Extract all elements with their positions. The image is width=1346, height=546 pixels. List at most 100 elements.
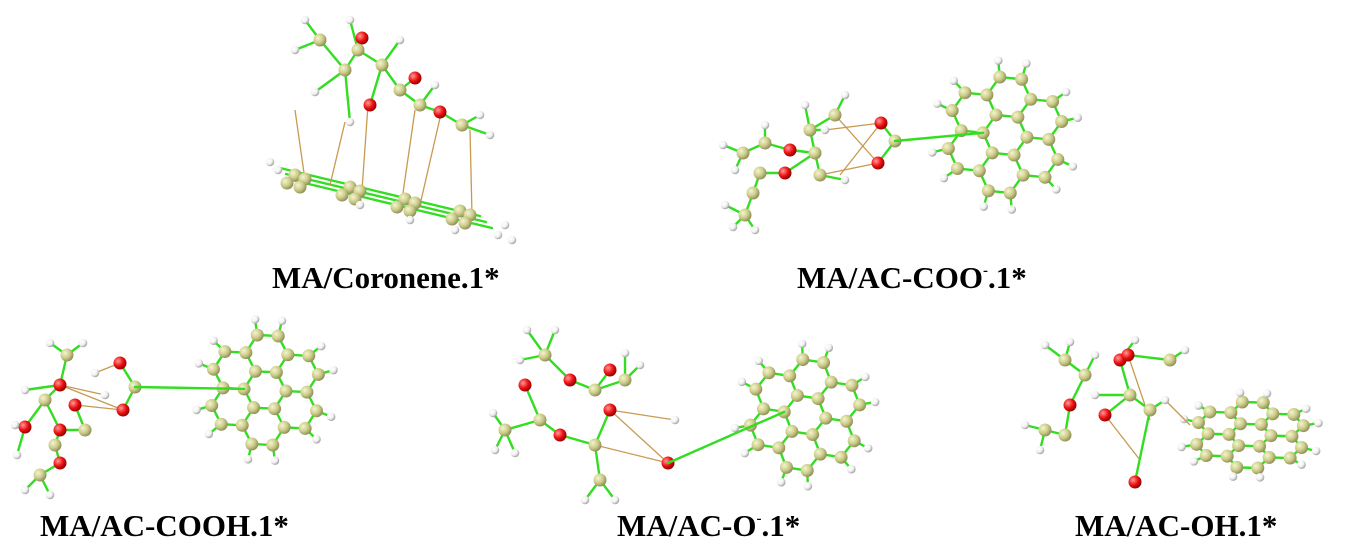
oxygen-atom: [603, 403, 617, 417]
carbon-atom: [293, 180, 307, 194]
hydrogen-atom: [515, 355, 525, 365]
hydrogen-atom: [395, 35, 405, 45]
hydrogen-atom: [1177, 442, 1186, 452]
carbon-atom: [941, 141, 955, 155]
carbon-atom: [1015, 72, 1029, 86]
carbon-atom: [800, 464, 814, 478]
carbon-atom: [1224, 406, 1238, 420]
hydrogen-atom: [265, 157, 275, 167]
bond: [365, 196, 394, 206]
carbon-atom: [1235, 395, 1249, 409]
hydrogen-atom: [932, 99, 942, 108]
hydrogen-atom: [345, 15, 355, 25]
hydrogen-atom: [870, 397, 880, 407]
carbon-atom: [300, 385, 314, 399]
hydrogen-atom: [760, 120, 770, 130]
hydrogen-atom: [776, 477, 786, 487]
carbon-atom: [250, 328, 264, 342]
hydrogen-atom: [300, 15, 310, 25]
hydrogen-atom: [928, 147, 937, 157]
carbon-atom: [1256, 396, 1270, 410]
carbon-atom: [390, 200, 404, 214]
hydrogen-bond: [819, 162, 879, 176]
oxygen-atom: [53, 456, 67, 470]
carbon-atom: [398, 192, 412, 206]
carbon-atom: [806, 428, 820, 442]
oxygen-atom: [355, 31, 369, 45]
carbon-atom: [1285, 429, 1299, 443]
hydrogen-atom: [490, 445, 500, 455]
carbon-atom: [751, 438, 765, 452]
carbon-atom: [1220, 449, 1234, 463]
carbon-atom: [239, 346, 253, 360]
hydrogen-atom: [1180, 345, 1190, 355]
carbon-atom: [206, 362, 220, 376]
oxygen-atom: [1121, 348, 1135, 362]
carbon-atom: [950, 162, 964, 176]
carbon-atom: [281, 348, 295, 362]
hydrogen-atom: [1311, 446, 1321, 456]
hydrogen-atom: [290, 45, 300, 55]
carbon-atom: [813, 447, 827, 461]
carbon-atom: [351, 43, 365, 57]
bond: [1126, 353, 1172, 362]
carbon-atom: [945, 104, 959, 118]
hydrogen-atom: [1255, 473, 1265, 482]
hydrogen-atom: [250, 315, 260, 324]
hydrogen-atom: [797, 339, 807, 349]
carbon-atom: [393, 83, 407, 97]
bond: [343, 68, 352, 124]
label-ma-ac-oh: MA/AC-OH.1*: [1075, 508, 1278, 543]
hydrogen-atom: [1022, 59, 1031, 68]
carbon-atom: [756, 402, 770, 416]
carbon-atom: [993, 70, 1007, 84]
carbon-atom: [1283, 451, 1297, 465]
carbon-atom: [1020, 130, 1034, 144]
carbon-atom: [772, 441, 786, 455]
hydrogen-atom: [1065, 337, 1075, 347]
label-ma-ac-coo: MA/AC-COO-.1*: [797, 260, 1027, 295]
hydrogen-atom: [993, 56, 1003, 65]
molecule-ma-ac-coo: [718, 56, 1082, 235]
hydrogen-atom: [1090, 350, 1100, 360]
oxygen-atom: [53, 378, 67, 392]
carbon-atom: [245, 437, 259, 451]
carbon-atom: [1024, 92, 1038, 106]
carbon-atom: [1287, 407, 1301, 421]
carbon-atom: [1190, 437, 1204, 451]
hydrogen-atom: [430, 80, 440, 90]
carbon-atom: [455, 118, 469, 132]
hydrogen-atom: [20, 385, 30, 395]
label-ma-ac-o: MA/AC-O-.1*: [617, 508, 801, 543]
hydrogen-atom: [635, 360, 645, 370]
bond: [133, 385, 246, 391]
carbon-atom: [48, 438, 62, 452]
carbon-atom: [1051, 152, 1065, 166]
carbon-atom: [1042, 132, 1056, 146]
bond: [893, 131, 985, 143]
carbon-atom: [1203, 405, 1217, 419]
hydrogen-atom: [1090, 390, 1100, 400]
carbon-atom: [1233, 417, 1247, 431]
carbon-atom: [310, 404, 324, 418]
carbon-atom: [458, 216, 472, 230]
hydrogen-atom: [475, 110, 485, 120]
hydrogen-atom: [949, 76, 958, 85]
carbon-atom: [60, 348, 74, 362]
hydrogen-bond: [1104, 414, 1141, 461]
carbon-atom: [746, 186, 760, 200]
hydrogen-atom: [720, 200, 730, 210]
carbon-atom: [1003, 186, 1017, 200]
carbon-atom: [736, 146, 750, 160]
hydrogen-atom: [1314, 418, 1323, 428]
carbon-atom: [1253, 439, 1267, 453]
carbon-atom: [593, 473, 607, 487]
oxygen-atom: [68, 398, 82, 412]
carbon-atom: [38, 393, 52, 407]
carbon-atom: [989, 108, 1003, 122]
hydrogen-atom: [500, 220, 510, 230]
carbon-atom: [268, 402, 282, 416]
carbon-atom: [980, 88, 994, 102]
carbon-atom: [817, 356, 831, 370]
carbon-atom: [828, 108, 842, 122]
